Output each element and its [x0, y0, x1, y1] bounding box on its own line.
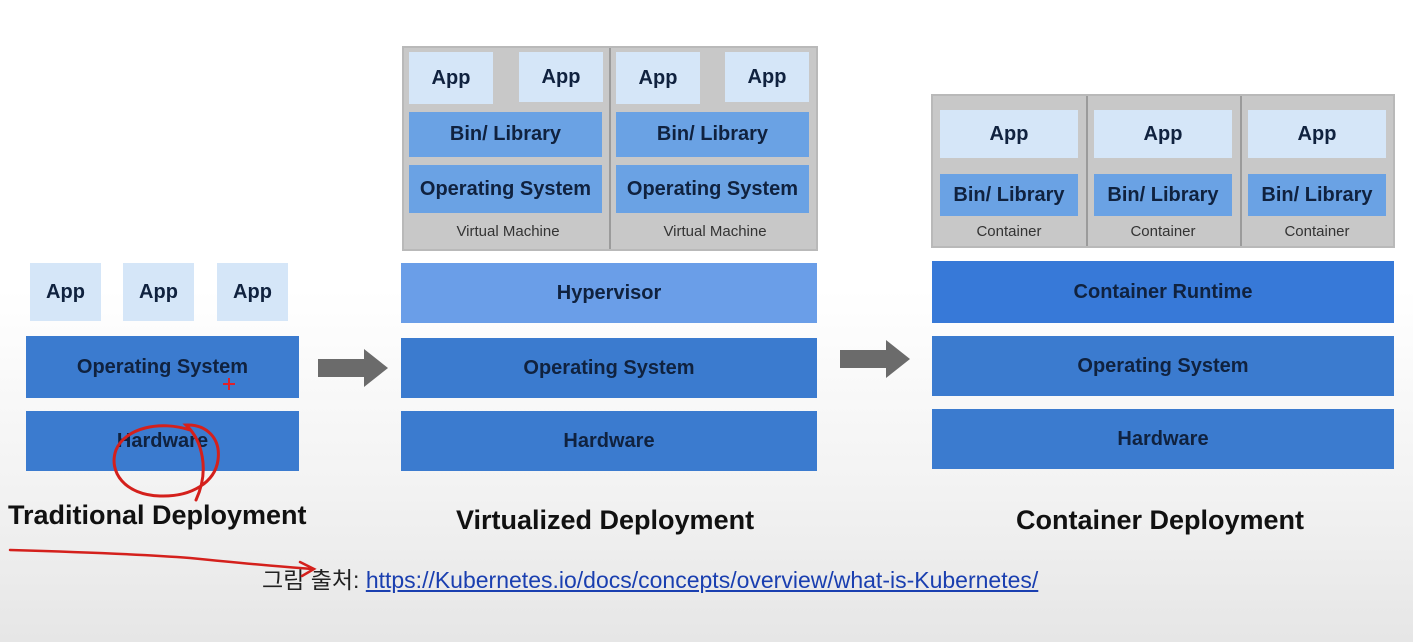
- vm1-caption: Virtual Machine: [456, 222, 560, 240]
- container2-app: App: [1094, 110, 1232, 158]
- container-runtime-layer: Container Runtime: [932, 261, 1394, 323]
- container-divider-1: [1086, 96, 1088, 246]
- container-deployment-title: Container Deployment: [1016, 505, 1305, 535]
- traditional-app-1: App: [30, 263, 101, 321]
- container1-app: App: [940, 110, 1078, 158]
- vm1-bin-library: Bin/ Library: [409, 112, 602, 157]
- traditional-operating-system: Operating System: [26, 336, 299, 398]
- source-prefix: 그림 출처:: [262, 567, 360, 593]
- vm2-operating-system: Operating System: [616, 165, 809, 213]
- vm2-caption: Virtual Machine: [663, 222, 767, 240]
- container3-caption: Container: [1284, 222, 1350, 240]
- virtualized-operating-system: Operating System: [401, 338, 817, 398]
- hypervisor-layer: Hypervisor: [401, 263, 817, 323]
- traditional-deployment-title: Traditional Deployment: [8, 500, 307, 530]
- vm1-app-2: App: [519, 52, 603, 102]
- vm1-operating-system: Operating System: [409, 165, 602, 213]
- container1-bin-library: Bin/ Library: [940, 174, 1078, 216]
- right-arrow-icon: [840, 340, 910, 378]
- vm2-app-1: App: [616, 52, 700, 104]
- vm1-app-1: App: [409, 52, 493, 104]
- traditional-hardware: Hardware: [26, 411, 299, 471]
- source-link[interactable]: https://Kubernetes.io/docs/concepts/over…: [365, 567, 1039, 593]
- container-divider-2: [1240, 96, 1242, 246]
- traditional-app-3: App: [217, 263, 288, 321]
- container3-app: App: [1248, 110, 1386, 158]
- right-arrow-icon: [318, 349, 388, 387]
- source-citation: 그림 출처: https://Kubernetes.io/docs/concep…: [262, 561, 1038, 593]
- container-operating-system: Operating System: [932, 336, 1394, 396]
- vm-divider: [609, 48, 611, 249]
- container-hardware: Hardware: [932, 409, 1394, 469]
- container1-caption: Container: [976, 222, 1042, 240]
- container2-caption: Container: [1130, 222, 1196, 240]
- vm2-app-2: App: [725, 52, 809, 102]
- virtualized-deployment-title: Virtualized Deployment: [456, 505, 755, 535]
- container3-bin-library: Bin/ Library: [1248, 174, 1386, 216]
- traditional-app-2: App: [123, 263, 194, 321]
- virtualized-hardware: Hardware: [401, 411, 817, 471]
- container2-bin-library: Bin/ Library: [1094, 174, 1232, 216]
- vm2-bin-library: Bin/ Library: [616, 112, 809, 157]
